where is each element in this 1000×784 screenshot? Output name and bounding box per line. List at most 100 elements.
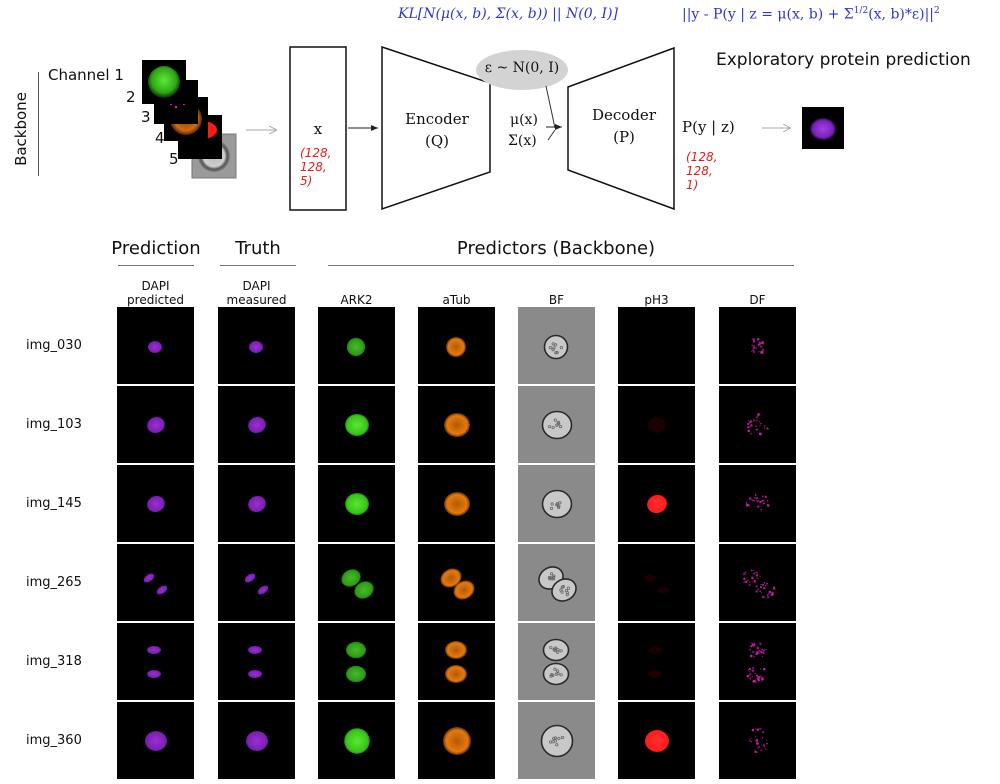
image-cell-img_265-bf <box>518 544 595 621</box>
image-cell-img_103-ark2 <box>318 386 395 463</box>
image-cell-img_360-dapi_meas <box>218 702 295 779</box>
output-label: P(y | z) <box>682 118 735 136</box>
rule-prediction <box>118 265 194 266</box>
input-dimensions: (128, 128, 5) <box>300 146 331 188</box>
column-label-line2: aTub <box>442 293 471 307</box>
image-cell-img_265-ph3 <box>618 544 695 621</box>
column-label-atub: aTub <box>418 293 495 307</box>
image-cell-img_265-dapi_pred <box>117 544 194 621</box>
row-label-img_030: img_030 <box>26 338 82 353</box>
output-dim-3: 1) <box>686 178 699 192</box>
image-cell-img_318-ark2 <box>318 623 395 700</box>
image-cell-img_360-df <box>719 702 796 779</box>
exploratory-title: Exploratory protein prediction <box>716 50 971 70</box>
input-dim-3: 5) <box>300 174 313 188</box>
header-truth: Truth <box>235 238 281 259</box>
image-cell-img_318-bf <box>518 623 595 700</box>
recon-formula-tail: (x, b)*ε)|| <box>868 6 935 23</box>
backbone-bracket <box>38 72 39 176</box>
image-cell-img_318-dapi_pred <box>117 623 194 700</box>
image-cell-img_103-dapi_meas <box>218 386 295 463</box>
image-cell-img_265-atub <box>418 544 495 621</box>
output-dimensions: (128, 128, 1) <box>686 150 717 192</box>
rule-truth <box>220 265 296 266</box>
image-cell-img_318-dapi_meas <box>218 623 295 700</box>
column-label-line1: DAPI <box>242 279 271 293</box>
image-cell-img_030-bf <box>518 307 595 384</box>
column-label-line2: ARK2 <box>340 293 373 307</box>
channel-label-2: 2 <box>126 88 136 106</box>
image-cell-img_103-dapi_pred <box>117 386 194 463</box>
input-dim-1: (128, <box>300 146 332 160</box>
column-label-bf: BF <box>518 293 595 307</box>
channel-label-4: 4 <box>155 129 165 147</box>
image-cell-img_265-ark2 <box>318 544 395 621</box>
channel-label-1: Channel 1 <box>48 66 124 84</box>
column-label-line2: DF <box>749 293 766 307</box>
column-label-line2: measured <box>226 293 287 307</box>
image-cell-img_360-dapi_pred <box>117 702 194 779</box>
input-dim-2: 128, <box>300 160 327 174</box>
row-label-img_360: img_360 <box>26 733 82 748</box>
decoder-sub: (P) <box>613 128 635 146</box>
row-label-img_318: img_318 <box>26 654 82 669</box>
encoder-label: Encoder <box>405 110 469 128</box>
image-cell-img_030-ark2 <box>318 307 395 384</box>
row-label-img_103: img_103 <box>26 417 82 432</box>
row-label-img_265: img_265 <box>26 575 82 590</box>
column-label-line2: predicted <box>127 293 184 307</box>
header-predictors: Predictors (Backbone) <box>456 238 656 259</box>
image-cell-img_030-df <box>719 307 796 384</box>
column-label-line2: BF <box>548 293 565 307</box>
image-cell-img_103-atub <box>418 386 495 463</box>
image-cell-img_318-df <box>719 623 796 700</box>
decoder-label: Decoder <box>592 106 656 124</box>
encoder-sub: (Q) <box>424 132 449 150</box>
image-cell-img_360-atub <box>418 702 495 779</box>
image-cell-img_360-ark2 <box>318 702 395 779</box>
input-x-label: x <box>313 120 323 138</box>
column-label-df: DF <box>719 293 796 307</box>
image-cell-img_103-bf <box>518 386 595 463</box>
architecture-connectors <box>246 45 1000 211</box>
output-prediction-image <box>802 107 844 149</box>
recon-formula-square: 2 <box>934 6 940 16</box>
image-cell-img_030-dapi_meas <box>218 307 295 384</box>
kl-divergence-formula: KL[N(μ(x, b), Σ(x, b)) || N(0, I)] <box>398 6 618 22</box>
image-cell-img_145-atub <box>418 465 495 542</box>
image-cell-img_103-df <box>719 386 796 463</box>
column-label-line1: DAPI <box>141 279 170 293</box>
sigma-label: Σ(x) <box>508 133 537 149</box>
header-prediction: Prediction <box>111 238 201 259</box>
image-cell-img_145-ph3 <box>618 465 695 542</box>
image-cell-img_360-bf <box>518 702 595 779</box>
image-cell-img_030-ph3 <box>618 307 695 384</box>
image-cell-img_030-dapi_pred <box>117 307 194 384</box>
image-cell-img_145-bf <box>518 465 595 542</box>
image-cell-img_103-ph3 <box>618 386 695 463</box>
output-dim-1: (128, <box>686 150 718 164</box>
recon-formula-sup: 1/2 <box>853 6 869 16</box>
image-cell-img_145-dapi_meas <box>218 465 295 542</box>
kl-formula-text: KL[N(μ(x, b), Σ(x, b)) || N(0, I)] <box>398 6 618 22</box>
channel-label-3: 3 <box>141 108 151 126</box>
image-cell-img_265-dapi_meas <box>218 544 295 621</box>
image-cell-img_318-ph3 <box>618 623 695 700</box>
output-dim-2: 128, <box>686 164 713 178</box>
image-cell-img_145-dapi_pred <box>117 465 194 542</box>
column-label-ph3: pH3 <box>618 293 695 307</box>
column-label-line2: pH3 <box>644 293 669 307</box>
mu-label: μ(x) <box>510 112 538 128</box>
epsilon-label: ε ~ N(0, I) <box>484 60 560 76</box>
row-label-img_145: img_145 <box>26 496 82 511</box>
image-cell-img_145-ark2 <box>318 465 395 542</box>
image-cell-img_145-df <box>719 465 796 542</box>
channel-stack-image <box>142 60 237 179</box>
recon-formula-text: ||y - P(y | z = μ(x, b) + Σ <box>682 6 854 23</box>
image-cell-img_360-ph3 <box>618 702 695 779</box>
image-cell-img_265-df <box>719 544 796 621</box>
image-cell-img_318-atub <box>418 623 495 700</box>
reconstruction-formula: ||y - P(y | z = μ(x, b) + Σ1/2(x, b)*ε)|… <box>682 6 940 23</box>
